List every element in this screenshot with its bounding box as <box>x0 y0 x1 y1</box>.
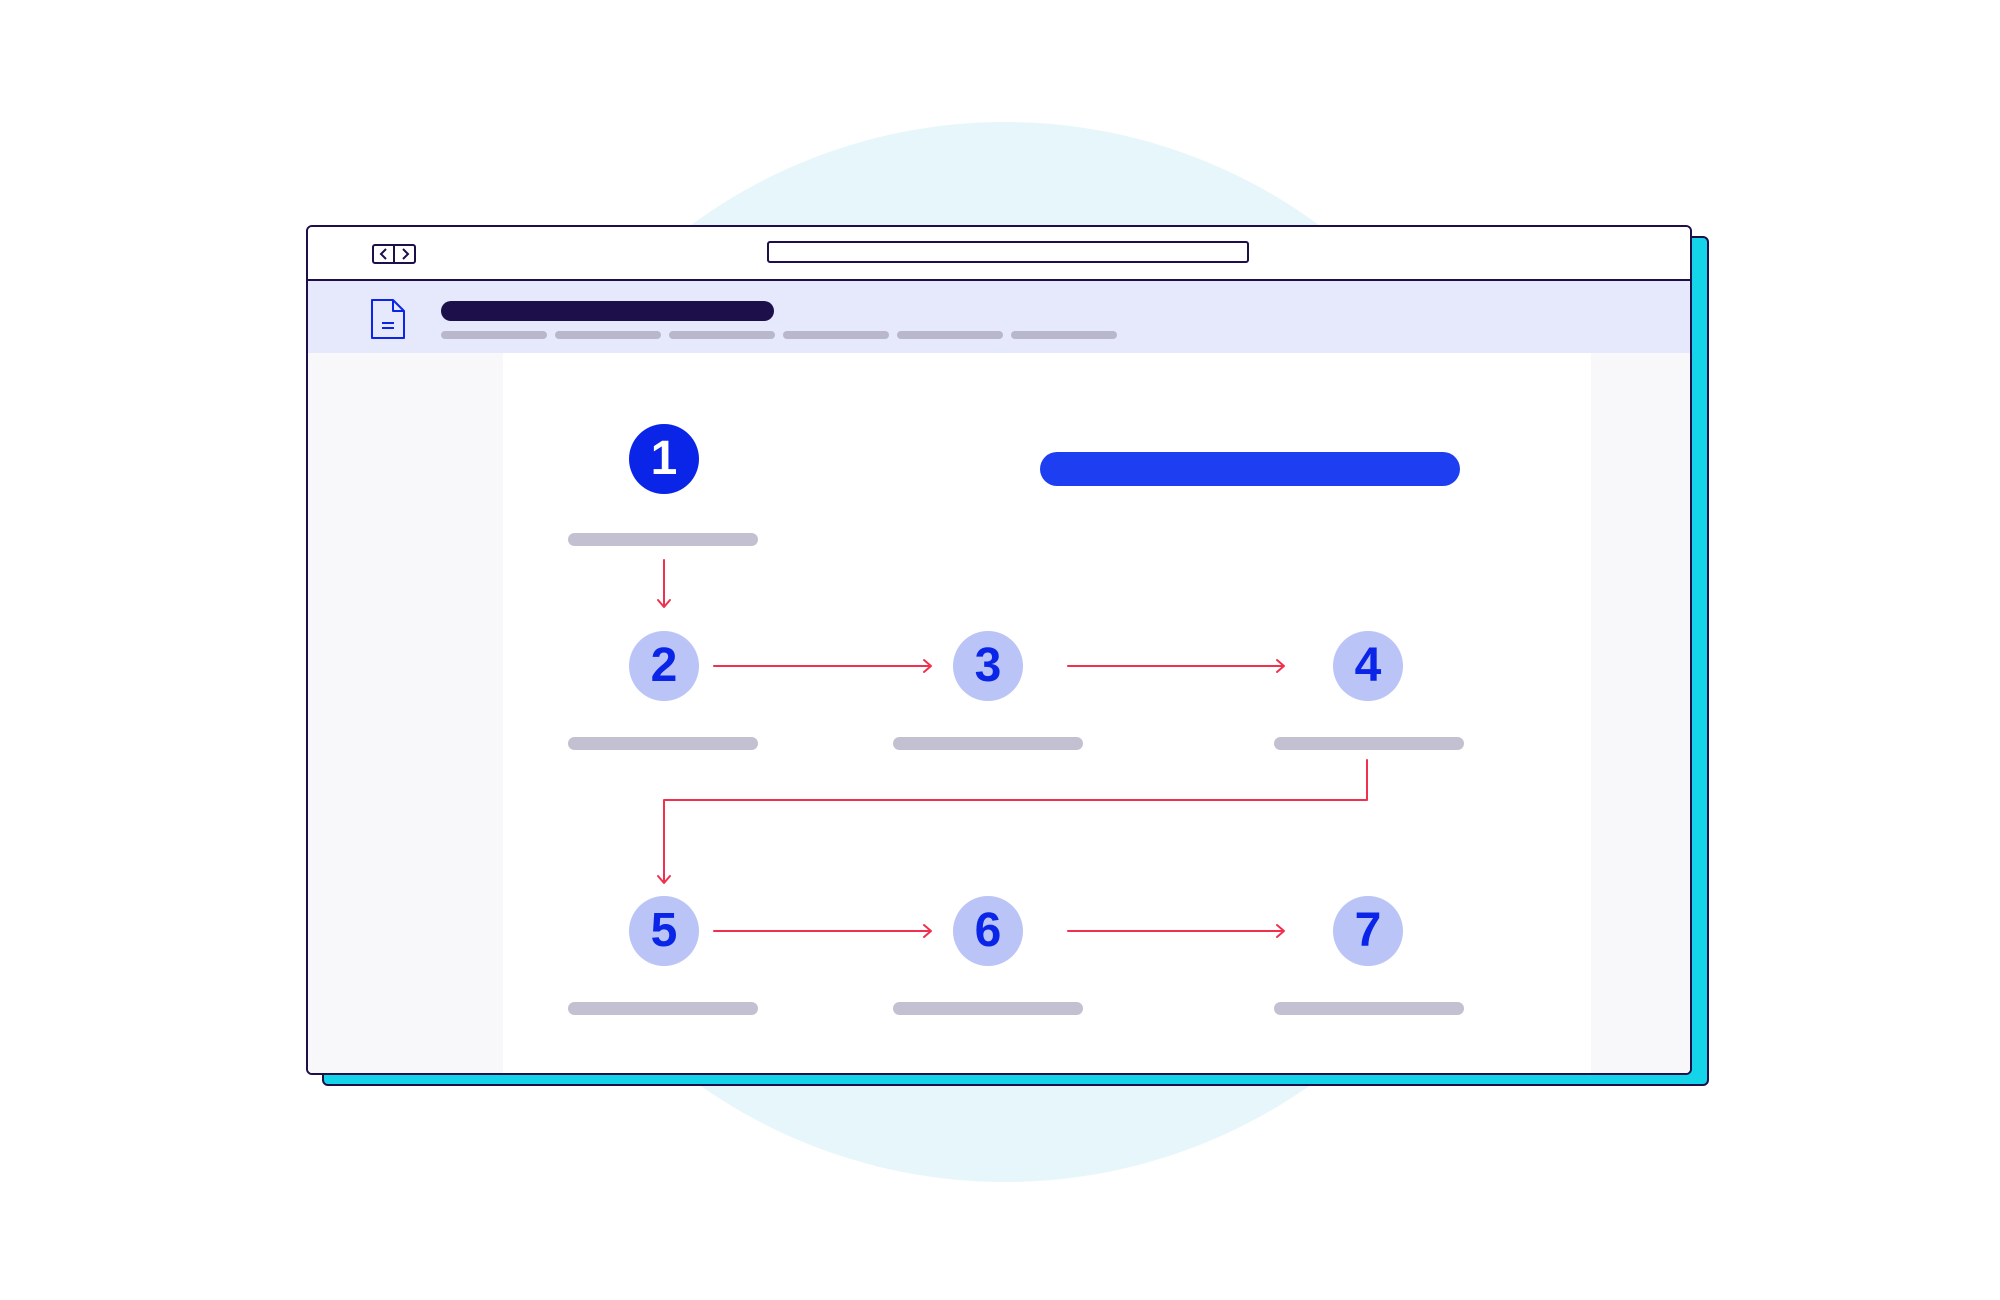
forward-button[interactable] <box>395 246 414 262</box>
step-6-label <box>893 1002 1083 1015</box>
step-4-label <box>1274 737 1464 750</box>
nav-buttons <box>372 244 416 264</box>
step-2-label <box>568 737 758 750</box>
breadcrumb-item[interactable] <box>783 331 889 339</box>
step-7-label <box>1274 1002 1464 1015</box>
step-3-label <box>893 737 1083 750</box>
step-4-circle[interactable]: 4 <box>1333 631 1403 701</box>
step-5-label <box>568 1002 758 1015</box>
breadcrumb-item[interactable] <box>897 331 1003 339</box>
step-7-circle[interactable]: 7 <box>1333 896 1403 966</box>
step-1-circle[interactable]: 1 <box>629 424 699 494</box>
chevron-left-icon <box>379 248 387 260</box>
step-3-circle[interactable]: 3 <box>953 631 1023 701</box>
step-2-circle[interactable]: 2 <box>629 631 699 701</box>
step-5-circle[interactable]: 5 <box>629 896 699 966</box>
document-header <box>308 281 1690 353</box>
document-title <box>441 301 774 321</box>
primary-action-button[interactable] <box>1040 452 1460 486</box>
step-6-circle[interactable]: 6 <box>953 896 1023 966</box>
back-button[interactable] <box>374 246 393 262</box>
content-area <box>308 353 1690 1073</box>
chevron-right-icon <box>401 248 409 260</box>
document-icon <box>371 299 405 339</box>
nav-divider <box>393 246 395 262</box>
breadcrumb-item[interactable] <box>669 331 775 339</box>
breadcrumb-item[interactable] <box>555 331 661 339</box>
address-bar[interactable] <box>767 241 1249 263</box>
breadcrumb <box>441 331 1117 339</box>
step-1-label <box>568 533 758 546</box>
browser-titlebar <box>308 227 1690 281</box>
breadcrumb-item[interactable] <box>1011 331 1117 339</box>
breadcrumb-item[interactable] <box>441 331 547 339</box>
